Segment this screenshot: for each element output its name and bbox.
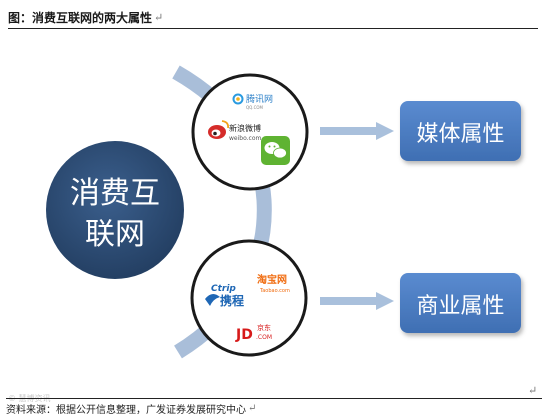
media-platforms-circle: 腾讯网 QQ.COM 新浪微博 weibo.com [191,73,309,191]
jd-cn: 京东 [257,323,271,332]
arrow-to-commerce [320,292,394,310]
paragraph-mark-icon: ↵ [528,384,538,397]
taobao-sub: Taobao.com [259,288,290,294]
return-mark-icon: ↵ [154,10,164,24]
figure-title: 图：消费互联网的两大属性 ↵ [8,6,538,29]
jd-sub: .COM [256,334,272,341]
tencent-logo: 腾讯网 QQ.COM [232,93,273,110]
commerce-attribute-label: 商业属性 [416,294,504,319]
tencent-sub: QQ.COM [246,105,264,110]
jd-logo: JD 京东 .COM [235,323,272,343]
commerce-attribute-box [400,273,521,333]
weibo-sub: weibo.com [229,135,262,142]
commerce-platforms-circle: Ctrip 携程 淘宝网 Taobao.com JD 京东 .COM [190,239,308,357]
ctrip-cn: 携程 [220,293,244,308]
taobao-name: 淘宝网 [257,273,287,286]
ctrip-en: Ctrip [211,284,236,294]
tencent-name: 腾讯网 [246,93,273,105]
source-text: 资料来源：根据公开信息整理，广发证券发展研究中心 [6,404,246,416]
arrow-to-media [320,122,394,140]
taobao-logo: 淘宝网 Taobao.com [257,273,290,294]
weibo-logo: 新浪微博 weibo.com [208,120,262,142]
jd-en: JD [235,327,253,343]
center-label-line2: 联网 [85,217,145,252]
return-mark-icon: ↵ [248,402,257,414]
weibo-name: 新浪微博 [229,123,261,133]
source-note: 资料来源：根据公开信息整理，广发证券发展研究中心 ↵ [6,398,542,417]
center-circle: 消费互 联网 [46,141,184,279]
ctrip-logo: Ctrip 携程 [205,284,244,308]
center-label-line1: 消费互 [70,176,160,211]
wechat-icon [261,136,290,165]
figure-title-text: 图：消费互联网的两大属性 [8,10,153,25]
media-attribute-box [400,101,521,161]
media-attribute-label: 媒体属性 [416,122,504,147]
